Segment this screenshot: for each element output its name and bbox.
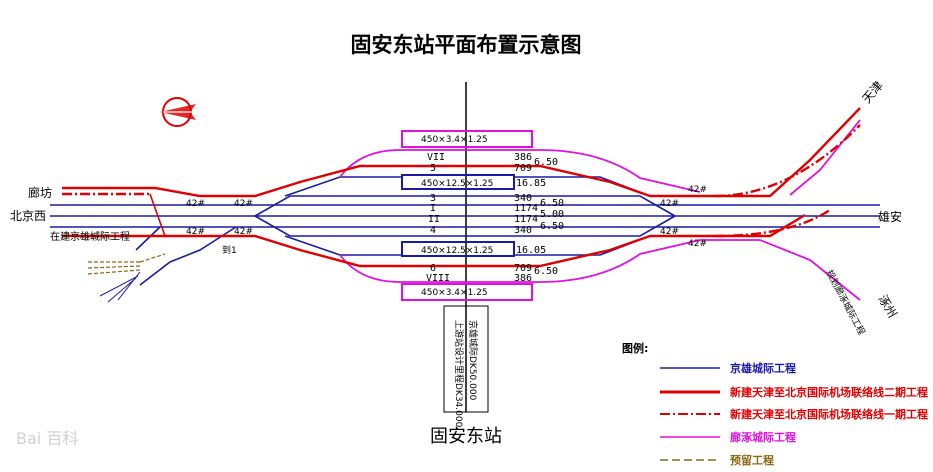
blue-branch-tangle <box>99 271 141 303</box>
legend-label-3: 新建天津至北京国际机场联络线一期工程 <box>730 407 928 421</box>
platform-upper-inner <box>401 174 515 190</box>
track-number-5: II <box>428 214 440 225</box>
place-langfang: 廊坊 <box>28 185 52 200</box>
reserved-works <box>87 253 166 275</box>
track-number-4: I <box>430 203 436 214</box>
route-note-right: 规划廊涿城际工程 <box>823 268 867 337</box>
track-number-8: VIII <box>426 273 450 284</box>
centerline-note-1: 上游站设计里程DK34.000 <box>453 320 465 428</box>
diagram-title: 固安东站平面布置示意图 <box>351 33 582 57</box>
platform-lower-inner <box>401 241 515 257</box>
legend-label-4: 廊涿城际工程 <box>730 430 796 444</box>
platform-top-outer <box>401 130 533 148</box>
spacing-4: 6.50 <box>540 221 564 232</box>
turnout-label-7: 42# <box>660 227 679 237</box>
place-tianjin: 天津 <box>860 79 886 106</box>
place-beijing-west: 北京西 <box>10 209 46 223</box>
track-length-1: 386 <box>514 152 532 163</box>
turnout-label-2: 42# <box>234 199 253 209</box>
platform-bottom-outer <box>401 283 533 301</box>
track-number-7: 6 <box>430 263 436 274</box>
dim-lower: 16.05 <box>516 245 546 256</box>
track-length-5: 1174 <box>514 214 538 225</box>
platform-note-4: 450×3.4×1.25 <box>421 288 488 298</box>
track-length-2: 709 <box>514 163 532 174</box>
track-number-6: 4 <box>430 225 436 236</box>
small-label: 到1 <box>222 244 237 256</box>
spacing-2: 6.50 <box>540 198 564 209</box>
legend-title: 图例: <box>622 341 648 355</box>
track-number-3: 3 <box>430 193 436 204</box>
platforms <box>401 130 533 301</box>
watermark: Bai 百科 <box>16 429 78 448</box>
centerline-note-2: 京雄城际DK50.000 <box>467 320 479 401</box>
track-length-7: 709 <box>514 263 532 274</box>
dim-upper: 16.85 <box>516 178 546 189</box>
track-length-8: 386 <box>514 273 532 284</box>
red-tracks <box>62 107 861 268</box>
magenta-tracks <box>339 119 861 301</box>
place-zhuozhou: 涿州 <box>875 293 899 321</box>
legend-label-1: 京雄城际工程 <box>730 361 796 375</box>
centerline-note-box <box>443 305 489 413</box>
turnout-label-3: 42# <box>186 227 205 237</box>
track-number-1: VII <box>427 152 445 163</box>
route-note-left: 在建京雄城际工程 <box>50 230 130 243</box>
spacing-3: 5.00 <box>540 209 564 220</box>
turnout-label-4: 42# <box>234 227 253 237</box>
turnout-label-8: 42# <box>688 239 707 249</box>
turnout-label-1: 42# <box>186 199 205 209</box>
spacing-1: 6.50 <box>534 157 558 168</box>
legend-label-5: 预留工程 <box>730 453 774 467</box>
track-number-2: 5 <box>430 163 436 174</box>
compass-icon <box>160 97 196 127</box>
place-xiongan: 雄安 <box>878 209 902 224</box>
station-name: 固安东站 <box>430 426 502 447</box>
platform-note-1: 450×3.4×1.25 <box>421 135 488 145</box>
blue-tracks <box>50 176 880 286</box>
track-length-6: 340 <box>514 225 532 236</box>
legend-label-2: 新建天津至北京国际机场联络线二期工程 <box>730 385 928 399</box>
turnout-label-5: 42# <box>660 199 679 209</box>
track-length-3: 340 <box>514 193 532 204</box>
platform-note-2: 450×12.5×1.25 <box>421 179 493 189</box>
platform-note-3: 450×12.5×1.25 <box>421 246 493 256</box>
spacing-5: 6.50 <box>534 266 558 277</box>
legend: 京雄城际工程 新建天津至北京国际机场联络线二期工程 新建天津至北京国际机场联络线… <box>660 361 928 467</box>
track-length-4: 1174 <box>514 203 538 214</box>
turnout-label-6: 42# <box>688 185 707 195</box>
